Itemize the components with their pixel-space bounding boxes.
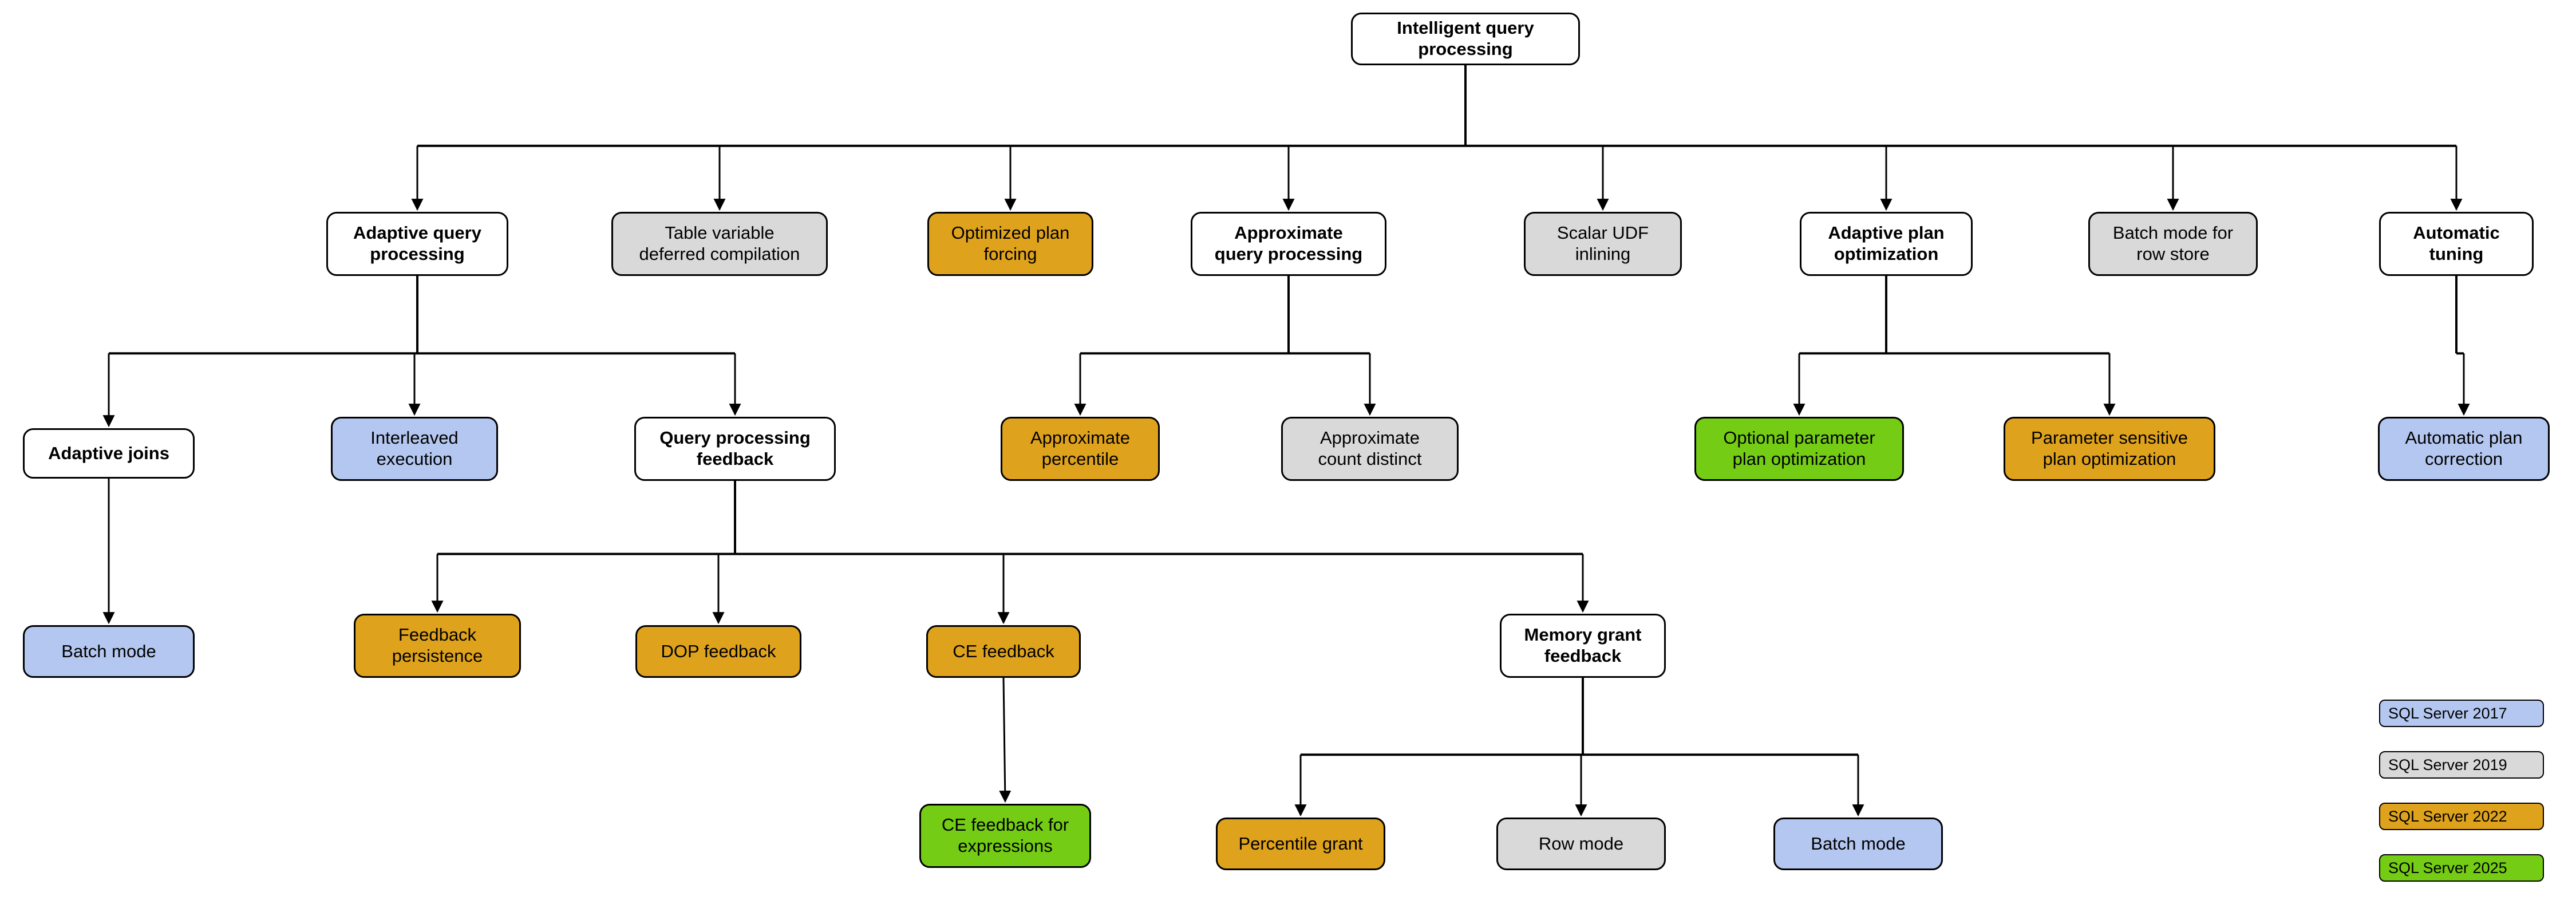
node-apo[interactable]: Adaptive plan optimization bbox=[1800, 212, 1973, 276]
node-label: Approximate query processing bbox=[1214, 223, 1363, 264]
legend-item-label: SQL Server 2022 bbox=[2388, 807, 2507, 825]
node-bmrs[interactable]: Batch mode for row store bbox=[2088, 212, 2258, 276]
node-batchmode1[interactable]: Batch mode bbox=[23, 625, 195, 678]
node-opf[interactable]: Optimized plan forcing bbox=[927, 212, 1093, 276]
node-oppo[interactable]: Optional parameter plan optimization bbox=[1694, 417, 1904, 481]
node-label: Approximate count distinct bbox=[1318, 428, 1422, 469]
node-label: Table variable deferred compilation bbox=[639, 223, 800, 264]
legend-item-label: SQL Server 2025 bbox=[2388, 859, 2507, 876]
node-approxqp[interactable]: Approximate query processing bbox=[1191, 212, 1386, 276]
node-label: Adaptive joins bbox=[48, 443, 169, 463]
legend-item-orange: SQL Server 2022 bbox=[2379, 803, 2544, 830]
node-label: Automatic tuning bbox=[2413, 223, 2500, 264]
node-label: DOP feedback bbox=[661, 641, 776, 661]
node-mgf[interactable]: Memory grant feedback bbox=[1500, 614, 1666, 678]
node-label: Approximate percentile bbox=[1030, 428, 1131, 469]
node-label: Batch mode bbox=[1811, 833, 1906, 854]
node-apc[interactable]: Automatic plan correction bbox=[2378, 417, 2550, 481]
node-qpf[interactable]: Query processing feedback bbox=[634, 417, 836, 481]
node-dopfb[interactable]: DOP feedback bbox=[635, 625, 801, 678]
node-aqp[interactable]: Adaptive query processing bbox=[326, 212, 508, 276]
node-autotune[interactable]: Automatic tuning bbox=[2379, 212, 2534, 276]
node-label: Parameter sensitive plan optimization bbox=[2031, 428, 2188, 469]
node-label: Batch mode for row store bbox=[2112, 223, 2234, 264]
node-rowmode[interactable]: Row mode bbox=[1496, 818, 1666, 870]
node-tvdc[interactable]: Table variable deferred compilation bbox=[611, 212, 828, 276]
node-label: Percentile grant bbox=[1238, 833, 1363, 854]
node-interleaved[interactable]: Interleaved execution bbox=[331, 417, 498, 481]
node-adaptjoins[interactable]: Adaptive joins bbox=[23, 428, 195, 479]
node-label: CE feedback for expressions bbox=[941, 815, 1069, 856]
legend-item-label: SQL Server 2019 bbox=[2388, 756, 2507, 773]
node-label: Memory grant feedback bbox=[1524, 625, 1642, 666]
edge-segment bbox=[999, 677, 1012, 803]
node-label: Adaptive plan optimization bbox=[1828, 223, 1945, 264]
legend-item-gray: SQL Server 2019 bbox=[2379, 751, 2544, 779]
node-root[interactable]: Intelligent query processing bbox=[1351, 13, 1580, 65]
node-label: Row mode bbox=[1538, 833, 1624, 854]
node-label: Adaptive query processing bbox=[353, 223, 481, 264]
node-label: Feedback persistence bbox=[392, 625, 483, 666]
node-label: Query processing feedback bbox=[659, 428, 811, 469]
legend-item-blue: SQL Server 2017 bbox=[2379, 700, 2544, 727]
node-label: Scalar UDF inlining bbox=[1556, 223, 1649, 264]
node-label: CE feedback bbox=[953, 641, 1054, 661]
node-batchmode2[interactable]: Batch mode bbox=[1773, 818, 1943, 870]
node-psp[interactable]: Parameter sensitive plan optimization bbox=[2004, 417, 2215, 481]
node-approxpct[interactable]: Approximate percentile bbox=[1001, 417, 1160, 481]
node-cefb[interactable]: CE feedback bbox=[926, 625, 1081, 678]
node-label: Batch mode bbox=[61, 641, 156, 661]
legend-item-green: SQL Server 2025 bbox=[2379, 854, 2544, 882]
node-fbpersist[interactable]: Feedback persistence bbox=[354, 614, 521, 678]
node-label: Optimized plan forcing bbox=[951, 223, 1070, 264]
node-label: Intelligent query processing bbox=[1397, 18, 1534, 59]
node-pctgrant[interactable]: Percentile grant bbox=[1216, 818, 1385, 870]
legend-item-label: SQL Server 2017 bbox=[2388, 704, 2507, 722]
node-sudf[interactable]: Scalar UDF inlining bbox=[1524, 212, 1682, 276]
node-label: Optional parameter plan optimization bbox=[1723, 428, 1875, 469]
node-cefbexpr[interactable]: CE feedback for expressions bbox=[919, 804, 1091, 868]
node-label: Automatic plan correction bbox=[2405, 428, 2523, 469]
node-label: Interleaved execution bbox=[370, 428, 459, 469]
node-approxcd[interactable]: Approximate count distinct bbox=[1281, 417, 1459, 481]
